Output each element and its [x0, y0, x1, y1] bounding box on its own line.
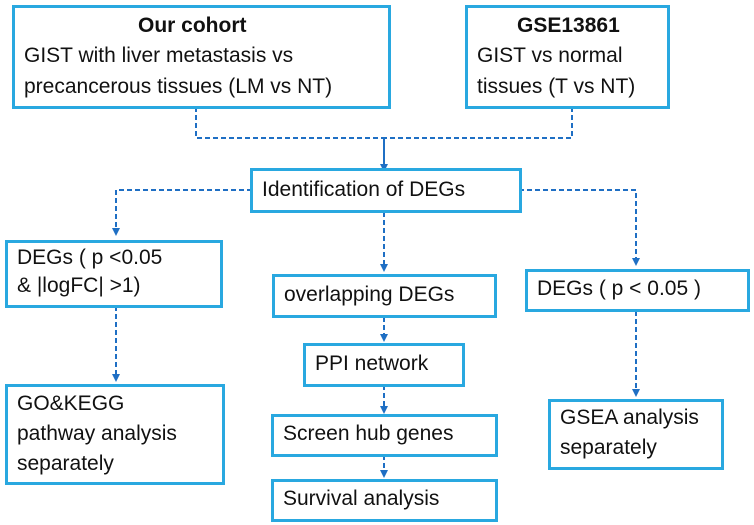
- connector-gse: [384, 107, 573, 139]
- gokegg-line3: separately: [17, 452, 114, 475]
- gokegg-line1: GO&KEGG: [17, 392, 125, 415]
- gse-line1: GIST vs normal: [477, 44, 623, 67]
- identification-label: Identification of DEGs: [262, 178, 466, 201]
- degs-right-label: DEGs ( p < 0.05 ): [537, 277, 701, 300]
- gse-line2: tissues (T vs NT): [477, 75, 636, 98]
- ppi-label: PPI network: [315, 352, 429, 375]
- our-cohort-line2: precancerous tissues (LM vs NT): [24, 75, 333, 98]
- overlapping-box: [272, 274, 497, 318]
- hub-genes-label: Screen hub genes: [283, 422, 454, 445]
- our-cohort-box: [12, 5, 391, 109]
- gsea-line1: GSEA analysis: [560, 406, 699, 429]
- gse-title: GSE13861: [517, 14, 620, 37]
- survival-box: [271, 479, 498, 522]
- degs-right-box: [525, 269, 750, 312]
- degs-left-line1: DEGs ( p <0.05: [17, 246, 163, 269]
- identification-box: [250, 168, 522, 213]
- degs-left-line2: & |logFC| >1): [17, 274, 141, 297]
- hub-genes-box: [271, 414, 498, 457]
- gokegg-box: [5, 384, 225, 485]
- our-cohort-line1: GIST with liver metastasis vs: [24, 44, 294, 67]
- connector-to-degs-right: [519, 189, 640, 266]
- overlapping-label: overlapping DEGs: [284, 283, 455, 306]
- gse-box: [465, 5, 670, 109]
- ppi-box: [303, 343, 465, 387]
- gsea-box: [548, 399, 724, 470]
- gsea-line2: separately: [560, 436, 657, 459]
- gokegg-line2: pathway analysis: [17, 422, 177, 445]
- connector-our-cohort: [195, 107, 384, 139]
- degs-left-box: [5, 240, 223, 308]
- connector-to-degs-left: [112, 189, 252, 236]
- our-cohort-title: Our cohort: [138, 14, 247, 37]
- survival-label: Survival analysis: [283, 487, 440, 510]
